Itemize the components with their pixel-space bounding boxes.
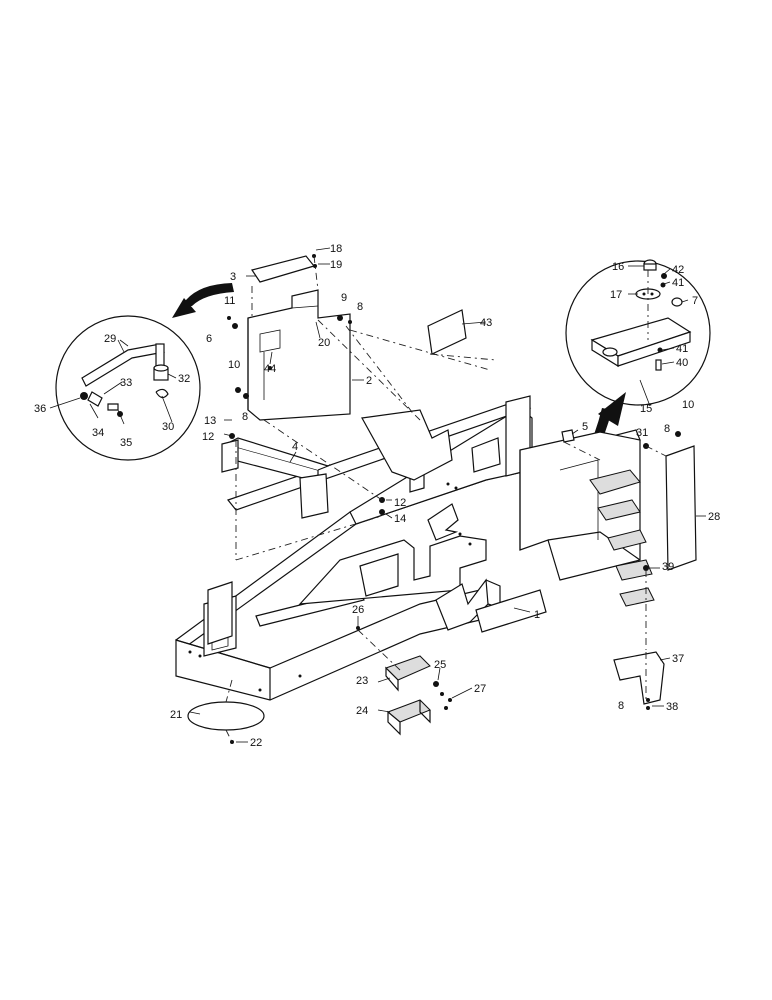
callout-8c: 8 (664, 423, 670, 435)
callout-12a: 12 (202, 431, 214, 443)
callout-36: 36 (34, 403, 46, 415)
callout-27: 27 (474, 683, 486, 695)
callout-8b: 8 (242, 411, 248, 423)
callout-9: 9 (341, 292, 347, 304)
callout-4: 4 (292, 441, 298, 453)
hardware-dots (227, 254, 681, 744)
callout-40: 40 (676, 357, 688, 369)
callout-16: 16 (612, 261, 624, 273)
cover-plate (251, 255, 316, 283)
callout-2: 2 (366, 375, 372, 387)
callout-41b: 41 (676, 343, 688, 355)
callout-28: 28 (708, 511, 720, 523)
step-upper (385, 655, 431, 692)
callout-25: 25 (434, 659, 446, 671)
callout-11: 11 (224, 295, 235, 307)
callout-23: 23 (356, 675, 368, 687)
callout-13: 13 (204, 415, 216, 427)
callout-26: 26 (352, 604, 364, 616)
support-bracket (221, 437, 330, 519)
callout-20: 20 (318, 337, 330, 349)
detail-circle-right (565, 259, 711, 406)
panel-housing (247, 289, 351, 421)
callout-19: 19 (330, 259, 342, 271)
callout-37: 37 (672, 653, 684, 665)
callout-39: 39 (662, 561, 674, 573)
callout-42: 42 (672, 264, 684, 276)
callout-32: 32 (178, 373, 190, 385)
callout-6: 6 (206, 333, 212, 345)
callout-15: 15 (640, 403, 652, 415)
callout-31: 31 (636, 427, 648, 439)
callout-17: 17 (610, 289, 622, 301)
callout-1: 1 (534, 609, 540, 621)
callout-18: 18 (330, 243, 342, 255)
callout-34: 34 (92, 427, 104, 439)
callout-8a: 8 (357, 301, 363, 313)
detail-circle-left (55, 315, 201, 461)
callout-10b: 10 (682, 399, 694, 411)
callout-10a: 10 (228, 359, 240, 371)
callout-30: 30 (162, 421, 174, 433)
detail-arrow-left (172, 283, 234, 318)
callout-22: 22 (250, 737, 262, 749)
assembly-lines (225, 255, 667, 743)
leader-lines (49, 247, 706, 743)
step-lower (387, 699, 431, 736)
hex-nut (561, 429, 575, 443)
callout-7: 7 (692, 295, 698, 307)
callout-14: 14 (394, 513, 406, 525)
callout-21: 21 (170, 709, 182, 721)
side-plate (665, 445, 697, 571)
callout-12b: 12 (394, 497, 406, 509)
callout-41a: 41 (672, 277, 684, 289)
callout-33: 33 (120, 377, 132, 389)
callout-29: 29 (104, 333, 116, 345)
callout-24: 24 (356, 705, 368, 717)
round-cover (187, 701, 265, 731)
decal-panel (427, 309, 467, 355)
callout-3: 3 (230, 271, 236, 283)
callout-5: 5 (582, 421, 588, 433)
callout-43: 43 (480, 317, 492, 329)
step-bracket (613, 651, 665, 705)
callout-8d: 8 (618, 700, 624, 712)
callout-35: 35 (120, 437, 132, 449)
callout-38: 38 (666, 701, 678, 713)
callout-44: 44 (264, 363, 276, 375)
callout-labels: 1 2 3 4 5 6 7 8 8 8 8 9 10 10 11 12 12 1… (34, 243, 720, 749)
